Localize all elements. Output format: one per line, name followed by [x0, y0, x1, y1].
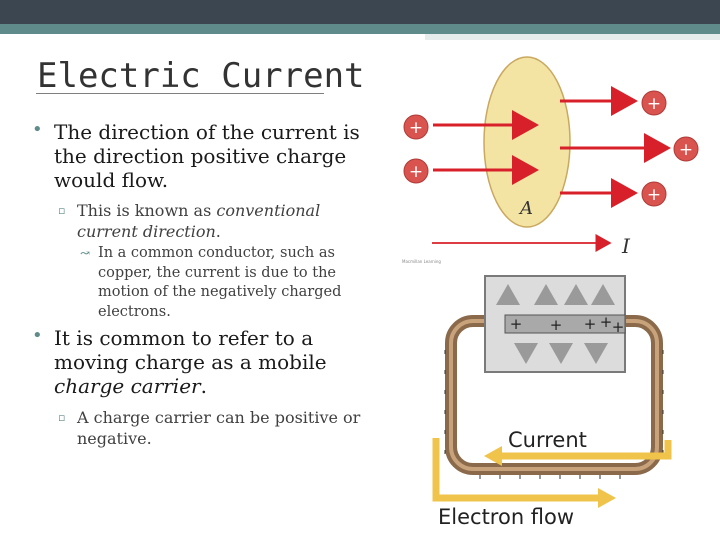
svg-text:+: +: [647, 185, 661, 205]
bullet-2-sub-text: A charge carrier can be positive or nega…: [77, 408, 361, 448]
battery-plus-2: +: [550, 316, 563, 334]
svg-text:+: +: [647, 94, 661, 114]
bullet-marker: •: [32, 119, 43, 140]
battery-plus-3: +: [584, 315, 597, 333]
top-bar: [0, 0, 720, 24]
bullet-1-sub-text: This is known as conventional current di…: [77, 201, 321, 241]
current-diagram: A + + + + + I Macmillan Learning: [402, 56, 699, 529]
wire-ticks: [444, 350, 664, 479]
svg-text:+: +: [409, 118, 423, 138]
bullet-marker: •: [32, 325, 43, 346]
bullet-2-text: It is common to refer to a moving charge…: [54, 326, 327, 398]
svg-text:+: +: [409, 162, 423, 182]
battery-core: [504, 314, 626, 334]
bullet-1-text: The direction of the current is the dire…: [54, 120, 360, 192]
electron-flow-arrowhead: [598, 488, 616, 508]
positive-charge-1: +: [403, 114, 429, 140]
positive-charge-4: +: [673, 136, 699, 162]
title-underline: [36, 93, 324, 94]
current-symbol: I: [621, 234, 631, 258]
subsub-bullet-marker: ↝: [80, 246, 91, 260]
bullet-1-subsub-text: In a common conductor, such as copper, t…: [98, 245, 342, 320]
area-label: A: [518, 198, 533, 219]
electron-flow-path: [432, 438, 600, 502]
sub-bullet-marker: ▫: [58, 204, 66, 217]
battery-plus-1: +: [510, 315, 523, 333]
battery-plus-5: +: [612, 318, 625, 336]
accent-bar: [0, 24, 720, 34]
cross-section-ellipse: [483, 56, 571, 228]
battery-plus-4: +: [600, 313, 613, 331]
positive-charge-5: +: [641, 181, 667, 207]
field-arrows: [496, 284, 615, 364]
current-flow-path: [500, 440, 672, 460]
positive-charge-2: +: [403, 158, 429, 184]
current-flow-arrowhead: [484, 446, 502, 466]
current-label: Current: [508, 428, 587, 452]
electron-flow-label: Electron flow: [438, 505, 574, 529]
svg-text:+: +: [679, 140, 693, 160]
sub-bullet-marker: ▫: [58, 411, 66, 424]
slide-title: Electric Current: [37, 56, 365, 96]
accent-bar-light: [425, 34, 720, 40]
figure-credit: Macmillan Learning: [402, 259, 441, 264]
positive-charge-3: +: [641, 90, 667, 116]
